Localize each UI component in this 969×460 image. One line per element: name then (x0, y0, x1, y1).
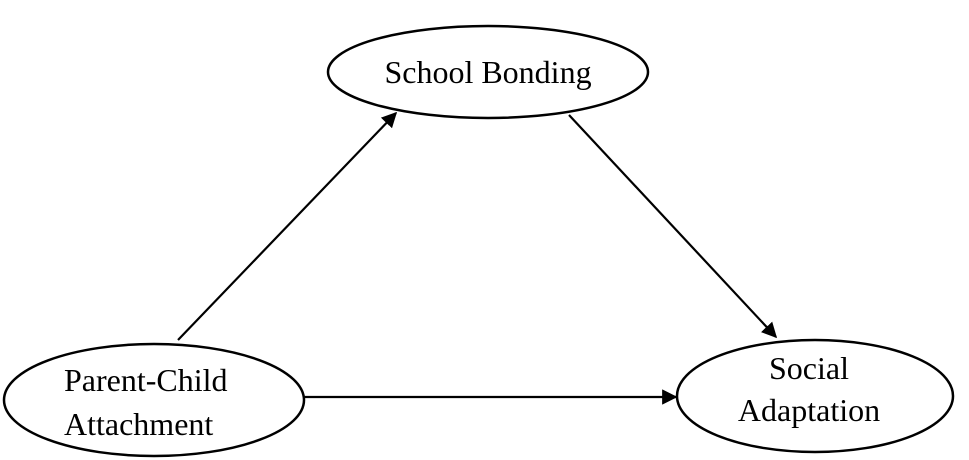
node-school-bonding: School Bonding (326, 24, 650, 120)
arrow-school-to-social (568, 114, 778, 339)
arrow-parent-to-school (177, 111, 398, 341)
parent-child-ellipse (2, 342, 306, 458)
school-bonding-label: School Bonding (384, 54, 591, 90)
node-parent-child-attachment: Parent-Child Attachment (2, 342, 306, 458)
node-social-adaptation: Social Adaptation (675, 338, 955, 454)
social-adaptation-label-line1: Social (769, 350, 849, 386)
parent-child-label-line1: Parent-Child (64, 362, 228, 398)
school-bonding-ellipse (326, 24, 650, 120)
parent-child-label-line2: Attachment (64, 406, 213, 442)
social-adaptation-label-line2: Adaptation (738, 392, 880, 428)
social-adaptation-ellipse (675, 338, 955, 454)
